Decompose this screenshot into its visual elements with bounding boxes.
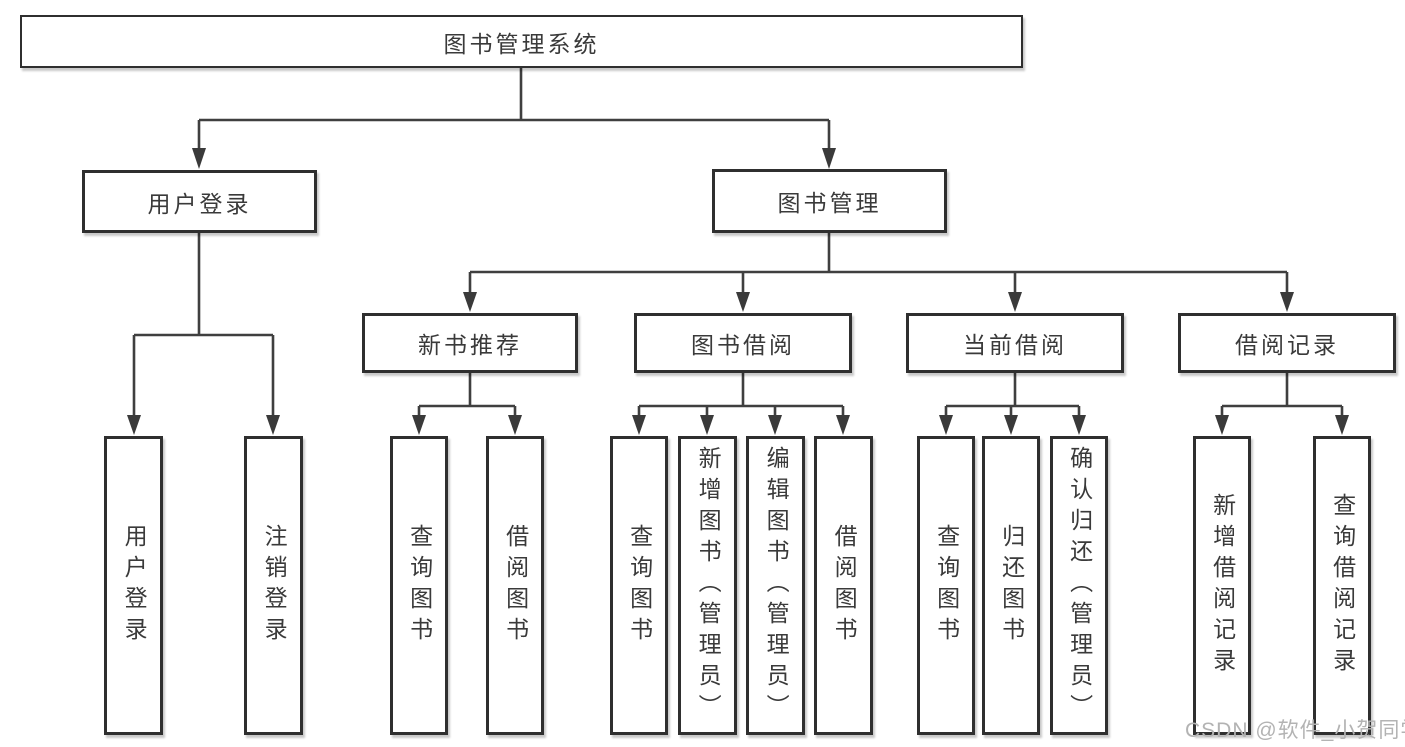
- connector-book-borrowing: [632, 373, 850, 435]
- connector-user-login: [127, 233, 280, 435]
- node-label: 新书推荐: [418, 332, 522, 358]
- leaf-confirm-return-admin: 确认归还（管理员）: [1050, 436, 1108, 735]
- node-label: 新增借阅记录: [1209, 492, 1236, 679]
- node-label: 用户登录: [147, 190, 252, 217]
- leaf-query-books-borrow: 查询图书: [610, 436, 668, 735]
- connector-borrowing-records: [1215, 373, 1349, 435]
- connector-root: [192, 68, 836, 169]
- node-label: 借阅记录: [1235, 332, 1339, 358]
- node-label: 编辑图书（管理员）: [763, 446, 790, 725]
- node-current-borrowing: 当前借阅: [906, 313, 1124, 373]
- node-new-book-recommendation: 新书推荐: [362, 313, 578, 373]
- leaf-edit-books-admin: 编辑图书（管理员）: [746, 436, 805, 735]
- connector-book-management: [463, 233, 1294, 312]
- node-label: 当前借阅: [963, 332, 1067, 358]
- node-label: 图书借阅: [691, 332, 795, 358]
- leaf-user-login: 用户登录: [104, 436, 163, 735]
- connector-new-book-recommendation: [412, 373, 522, 435]
- leaf-return-books: 归还图书: [982, 436, 1040, 735]
- leaf-borrow-books: 借阅图书: [814, 436, 873, 735]
- node-book-management: 图书管理: [712, 169, 947, 233]
- node-label: 确认归还（管理员）: [1066, 446, 1093, 725]
- connector-current-borrowing: [939, 373, 1086, 435]
- node-library-management-system: 图书管理系统: [20, 15, 1023, 68]
- node-label: 用户登录: [121, 523, 148, 648]
- leaf-query-books-recommend: 查询图书: [390, 436, 448, 735]
- node-label: 图书管理: [777, 190, 882, 216]
- leaf-logout: 注销登录: [244, 436, 303, 735]
- node-label: 借阅图书: [502, 523, 529, 648]
- node-label: 归还图书: [998, 523, 1025, 648]
- node-user-login: 用户登录: [82, 170, 317, 233]
- leaf-add-borrow-record: 新增借阅记录: [1193, 436, 1251, 735]
- csdn-watermark: CSDN @软件_小贺同学: [1185, 719, 1405, 742]
- node-book-borrowing: 图书借阅: [634, 313, 852, 373]
- node-label: 查询图书: [406, 523, 433, 648]
- node-label: 查询图书: [626, 523, 653, 648]
- leaf-query-borrow-record: 查询借阅记录: [1313, 436, 1371, 735]
- node-label: 查询借阅记录: [1329, 492, 1356, 679]
- node-label: 图书管理系统: [443, 30, 600, 57]
- node-label: 新增图书（管理员）: [695, 446, 722, 725]
- node-label: 借阅图书: [831, 523, 858, 648]
- node-borrowing-records: 借阅记录: [1178, 313, 1396, 373]
- leaf-query-books-current: 查询图书: [917, 436, 975, 735]
- leaf-add-books-admin: 新增图书（管理员）: [678, 436, 737, 735]
- node-label: 查询图书: [933, 523, 960, 648]
- leaf-borrow-books-recommend: 借阅图书: [486, 436, 544, 735]
- node-label: 注销登录: [261, 523, 288, 648]
